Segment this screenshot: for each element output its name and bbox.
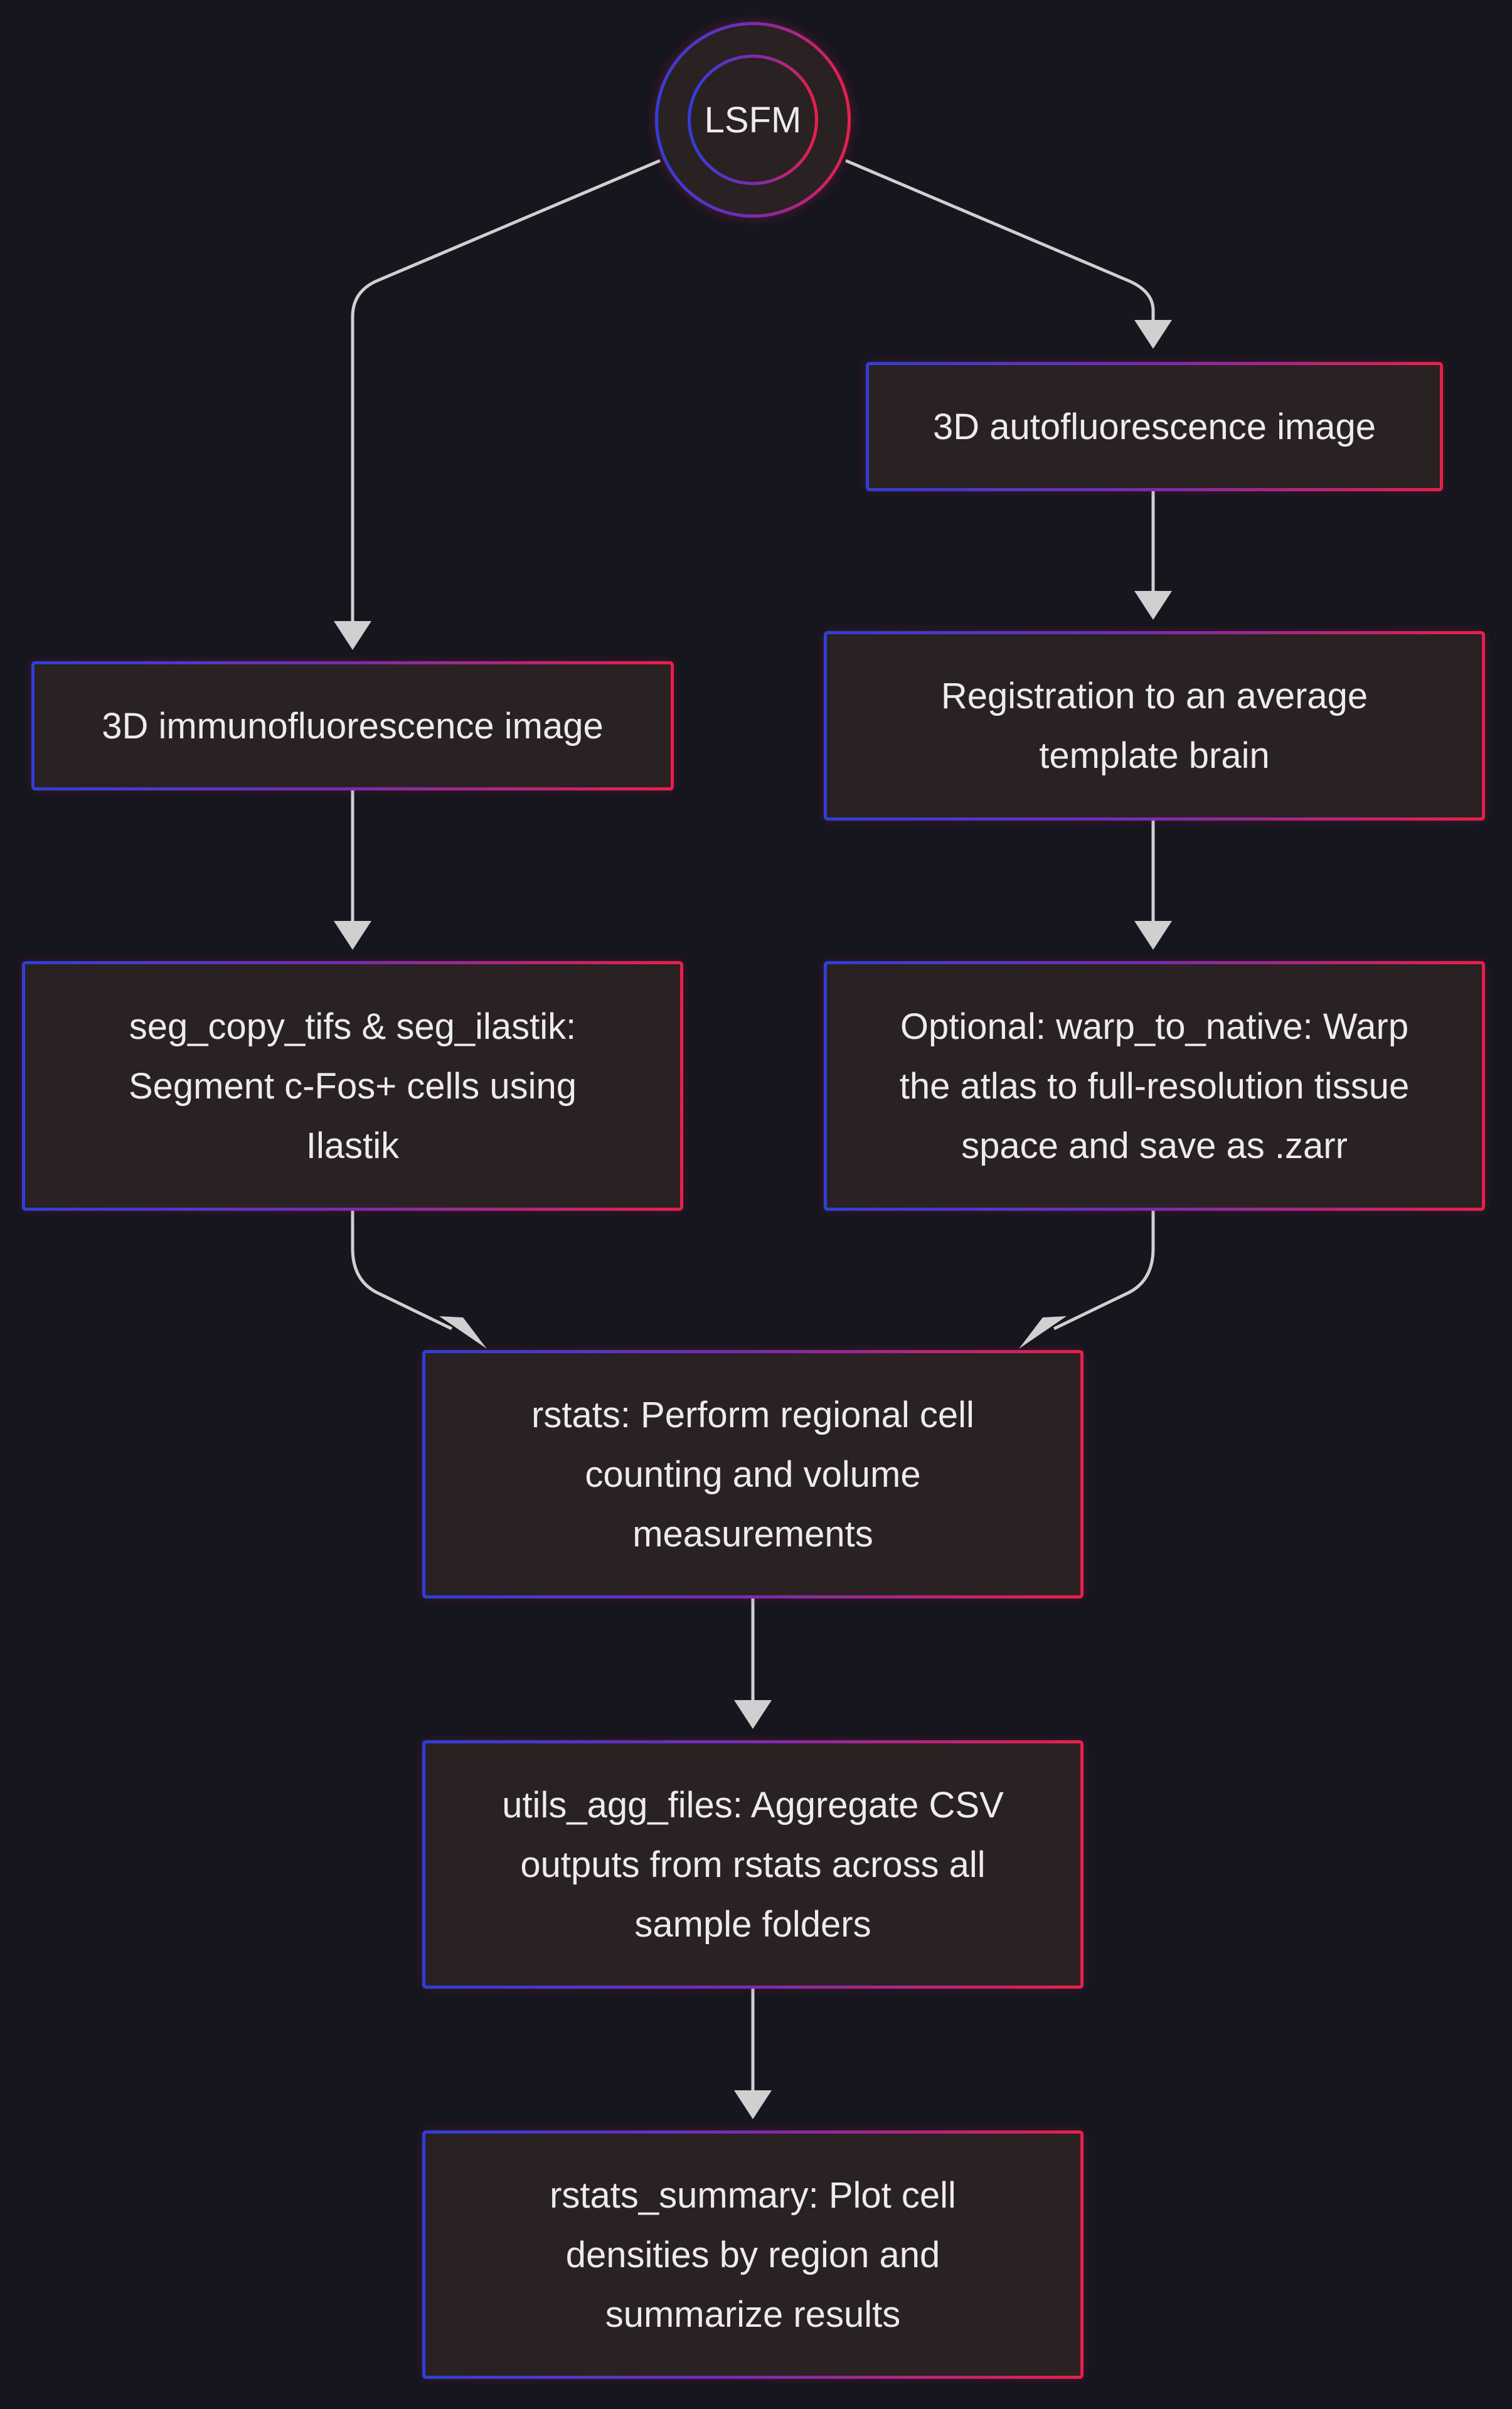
arrowhead-rstats-right <box>1019 1316 1067 1349</box>
node-immunofluorescence-image: 3D immunofluorescence image <box>31 661 674 790</box>
node-label: rstats: Perform regional cell counting a… <box>531 1394 974 1555</box>
node-label: Registration to an average template brai… <box>940 676 1368 776</box>
node-warp-to-native: Optional: warp_to_native: Warp the atlas… <box>824 961 1485 1211</box>
node-segmentation: seg_copy_tifs & seg_ilastik: Segment c-F… <box>22 961 683 1211</box>
node-rstats-summary: rstats_summary: Plot cell densities by r… <box>422 2130 1083 2379</box>
node-label: Optional: warp_to_native: Warp the atlas… <box>899 1006 1410 1166</box>
arrowhead-summary <box>734 2090 772 2119</box>
edge-lsfm-to-immunofluorescence <box>351 159 661 627</box>
arrowhead-autofluorescence <box>1134 320 1172 349</box>
node-autofluorescence-image: 3D autofluorescence image <box>866 362 1443 491</box>
start-node-label: LSFM <box>704 99 802 141</box>
arrowhead-agg <box>734 1700 772 1729</box>
node-rstats: rstats: Perform regional cell counting a… <box>422 1350 1083 1598</box>
arrowhead-warp <box>1134 921 1172 950</box>
node-registration: Registration to an average template brai… <box>824 631 1485 821</box>
node-label: utils_agg_files: Aggregate CSV outputs f… <box>502 1784 1004 1945</box>
arrowhead-rstats-left <box>439 1316 487 1349</box>
node-utils-agg-files: utils_agg_files: Aggregate CSV outputs f… <box>422 1740 1083 1989</box>
node-label: 3D autofluorescence image <box>932 406 1376 447</box>
node-label: seg_copy_tifs & seg_ilastik: Segment c-F… <box>128 1006 577 1166</box>
node-label: 3D immunofluorescence image <box>102 705 604 747</box>
start-node-lsfm: LSFM <box>688 55 818 185</box>
arrowhead-registration <box>1134 591 1172 620</box>
edge-segmentation-to-rstats <box>351 1211 453 1331</box>
edge-warp-to-rstats <box>1053 1211 1155 1331</box>
arrowhead-segmentation <box>334 921 371 950</box>
node-label: rstats_summary: Plot cell densities by r… <box>550 2174 956 2335</box>
edge-lsfm-to-autofluorescence <box>845 159 1155 320</box>
arrowhead-immunofluorescence <box>334 621 371 650</box>
